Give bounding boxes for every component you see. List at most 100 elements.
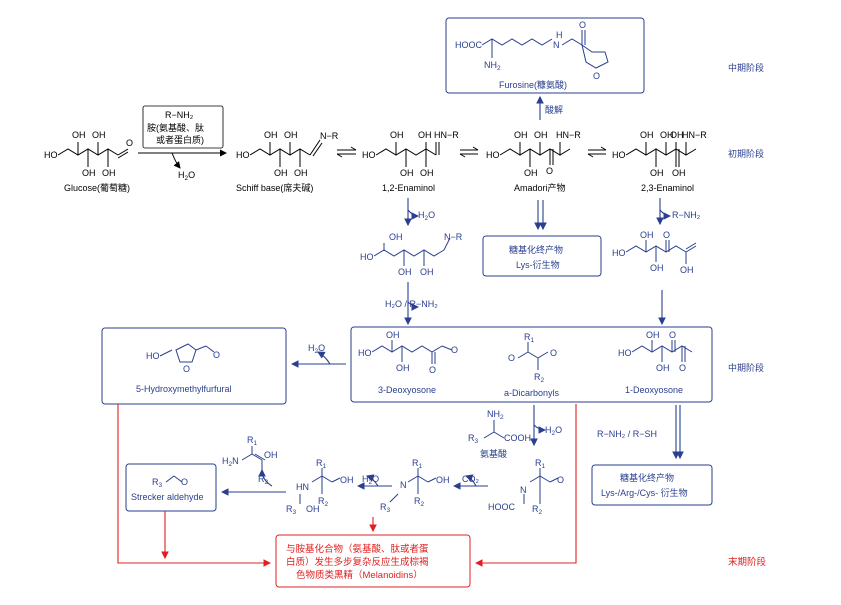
svg-text:N: N	[400, 480, 407, 490]
svg-text:O: O	[508, 353, 515, 363]
red-line-hmf	[117, 404, 272, 567]
svg-text:OH: OH	[670, 130, 684, 140]
dicarbonyls-label: a-Dicarbonyls	[504, 388, 560, 398]
deoxyosone3-structure: HO OH OH O O	[358, 330, 458, 375]
stage-label-final: 末期阶段	[728, 556, 767, 568]
water-label-2: H2O	[418, 210, 435, 222]
svg-text:OH: OH	[294, 168, 308, 178]
svg-text:HO: HO	[612, 150, 626, 160]
arrow-to-enaminol-amine	[258, 468, 273, 487]
enaminol-12-structure: HO OH OH OH HN−R OH	[362, 130, 459, 178]
strecker-aldehyde-structure: R3 O	[152, 475, 188, 489]
svg-text:O: O	[429, 365, 436, 375]
amadori-structure: HO OH OH OH O HN−R	[486, 130, 581, 178]
svg-text:OH: OH	[264, 450, 278, 460]
svg-text:HN−R: HN−R	[556, 130, 581, 140]
stage-label-middle-top: 中期阶段	[728, 62, 764, 73]
svg-text:R3: R3	[286, 504, 297, 516]
svg-text:HO: HO	[612, 248, 626, 258]
equilibrium-amadori-enaminol23	[587, 146, 607, 158]
svg-text:OH: OH	[660, 130, 674, 140]
svg-text:O: O	[557, 475, 564, 485]
enaminol-amine-structure: R1 OH H2N R2	[222, 435, 278, 486]
svg-text:N: N	[553, 40, 560, 50]
amino-acid-structure: NH2 R3 COOH	[468, 409, 531, 445]
svg-text:H2N: H2N	[222, 456, 239, 468]
svg-text:OH: OH	[398, 267, 412, 277]
svg-text:OH: OH	[436, 475, 450, 485]
final-text-1: 与胺基化合物（氨基酸、肽或者蛋	[286, 543, 429, 555]
svg-text:OH: OH	[284, 130, 298, 140]
svg-text:O: O	[663, 230, 670, 240]
svg-text:NH2: NH2	[484, 60, 501, 72]
svg-text:OH: OH	[640, 130, 654, 140]
svg-text:OH: OH	[102, 168, 116, 178]
hmf-structure: HO O O	[146, 343, 220, 374]
svg-text:OH: OH	[306, 504, 320, 514]
svg-text:O: O	[669, 330, 676, 340]
svg-text:HOOC: HOOC	[455, 40, 483, 50]
svg-text:R2: R2	[318, 496, 329, 508]
amine-reagent-box	[142, 105, 224, 149]
svg-text:OH: OH	[420, 168, 434, 178]
water-label-4: H2O	[545, 425, 562, 437]
svg-text:O: O	[183, 364, 190, 374]
glucose-label: Glucose(葡萄糖)	[64, 182, 130, 193]
svg-text:OH: OH	[264, 130, 278, 140]
strecker-box	[125, 463, 217, 512]
svg-text:HO: HO	[358, 348, 372, 358]
glyco-multi-sub: Lys-/Arg-/Cys- 衍生物	[601, 487, 688, 498]
svg-text:O: O	[550, 348, 557, 358]
dicarbonyl-box	[350, 326, 713, 403]
deoxyosone3-label: 3-Deoxyosone	[378, 385, 436, 395]
svg-text:OH: OH	[524, 168, 538, 178]
final-stage-box	[275, 534, 471, 588]
enaminol-23-label: 2,3-Enaminol	[641, 183, 694, 193]
svg-text:O: O	[679, 363, 686, 373]
svg-text:OH: OH	[640, 230, 654, 240]
svg-text:R3: R3	[380, 502, 391, 514]
svg-text:OH: OH	[82, 168, 96, 178]
svg-text:HO: HO	[360, 252, 374, 262]
svg-text:OH: OH	[672, 168, 686, 178]
svg-text:HO: HO	[486, 150, 500, 160]
deoxyosone1-structure: HO OH OH O O	[618, 330, 693, 373]
svg-text:OH: OH	[400, 168, 414, 178]
svg-text:R2: R2	[532, 504, 543, 516]
glyco-multi-title: 糖基化终产物	[620, 472, 674, 483]
intermediate-enol-structure: HO OH OH O OH	[612, 230, 697, 275]
svg-text:OH: OH	[656, 363, 670, 373]
hmf-label: 5-Hydroxymethylfurfural	[136, 384, 232, 394]
svg-text:R3: R3	[468, 433, 479, 445]
stage-label-initial: 初期阶段	[728, 148, 764, 159]
decarboxylated-imine-structure: R1 OH N R2 R3	[380, 458, 450, 514]
final-text-3: 色物质类黑精（Melanoidins）	[296, 569, 423, 581]
water-amine-label: H₂O / R−NH₂	[385, 299, 438, 309]
water-release-arrow	[171, 152, 181, 169]
svg-text:H: H	[556, 30, 563, 40]
water-label-3: H2O	[308, 343, 325, 355]
amino-acid-label: 氨基酸	[480, 448, 507, 459]
svg-text:R2: R2	[258, 474, 269, 486]
amine-desc-2: 或者蛋白质)	[156, 134, 204, 145]
hmf-box	[101, 327, 287, 405]
svg-text:OH: OH	[650, 168, 664, 178]
svg-text:HOOC: HOOC	[488, 502, 516, 512]
svg-text:R1: R1	[535, 458, 546, 470]
svg-text:O: O	[451, 345, 458, 355]
schiff-base-label: Schiff base(席夫碱)	[236, 182, 313, 193]
svg-text:HO: HO	[618, 348, 632, 358]
svg-text:R2: R2	[414, 496, 425, 508]
svg-text:HN−R: HN−R	[434, 130, 459, 140]
svg-text:R1: R1	[316, 458, 327, 470]
svg-text:HN−R: HN−R	[682, 130, 707, 140]
amine-thiol-label: R−NH₂ / R−SH	[597, 429, 657, 439]
aminoalcohol-structure: R1 OH HN R2 R3 OH	[286, 458, 354, 516]
imine-acid-structure: R1 O N R2 HOOC	[488, 458, 564, 516]
enaminol-12-label: 1,2-Enaminol	[382, 183, 435, 193]
svg-text:R1: R1	[524, 332, 535, 344]
enaminol-23-structure: HO OH OH OH OH OH HN−R	[612, 130, 707, 178]
glyco-lys-title: 糖基化终产物	[509, 244, 563, 255]
svg-text:HO: HO	[362, 150, 376, 160]
